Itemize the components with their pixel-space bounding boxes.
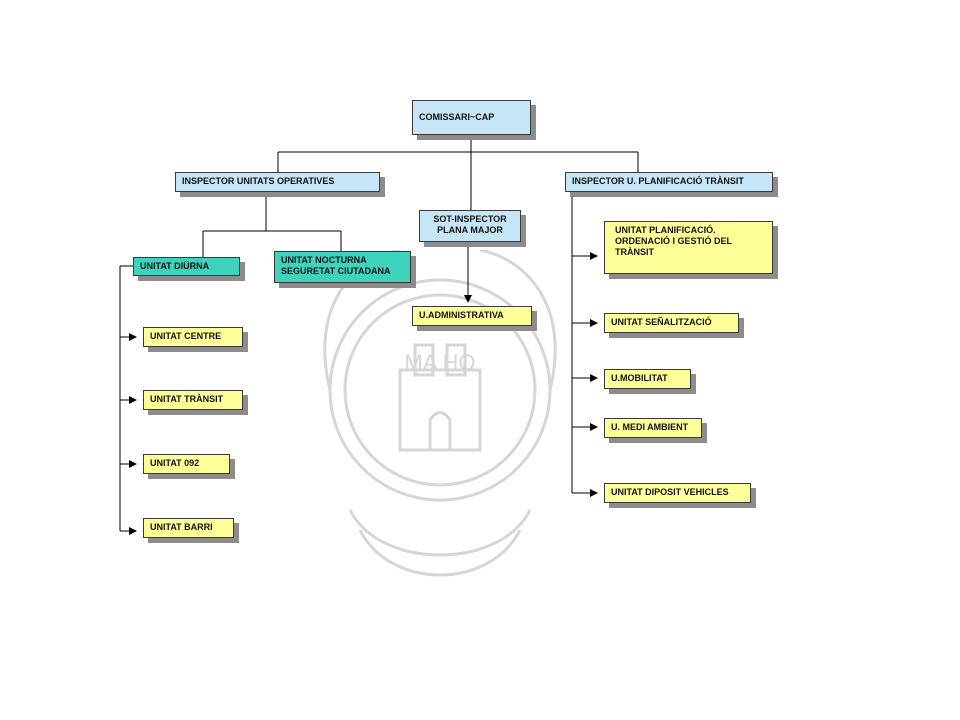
city-crest-watermark: MA HO (323, 250, 557, 577)
box-unitat-barri: UNITAT BARRI (143, 518, 234, 538)
box-inspector-unitats-operatives: INSPECTOR UNITATS OPERATIVES (175, 172, 380, 192)
box-unitat-senyalitzacio: UNITAT SEÑALITZACIÓ (604, 313, 739, 333)
box-unitat-092: UNITAT 092 (143, 454, 230, 474)
box-unitat-transit: UNITAT TRÀNSIT (143, 390, 243, 410)
box-unitat-nocturna: UNITAT NOCTURNA SEGURETAT CIUTADANA (274, 251, 411, 283)
box-inspector-planificacio-transit: INSPECTOR U. PLANIFICACIÓ TRÀNSIT (565, 172, 773, 192)
box-u-medi-ambient: U. MEDI AMBIENT (604, 418, 702, 438)
box-comissari-cap: COMISSARI~CAP (412, 100, 531, 135)
watermark-text: MA HO (405, 350, 476, 375)
box-sot-inspector-plana-major: SOT-INSPECTOR PLANA MAJOR (419, 210, 521, 242)
box-u-administrativa: U.ADMINISTRATIVA (412, 306, 532, 326)
box-unitat-planificacio: UNITAT PLANIFICACIÓ. ORDENACIÓ I GESTIÓ … (604, 221, 773, 274)
box-u-mobilitat: U.MOBILITAT (604, 369, 691, 389)
box-unitat-diurna: UNITAT DIÜRNA (133, 257, 240, 276)
box-unitat-diposit-vehicles: UNITAT DIPOSIT VEHICLES (604, 483, 751, 503)
box-unitat-centre: UNITAT CENTRE (143, 327, 243, 347)
